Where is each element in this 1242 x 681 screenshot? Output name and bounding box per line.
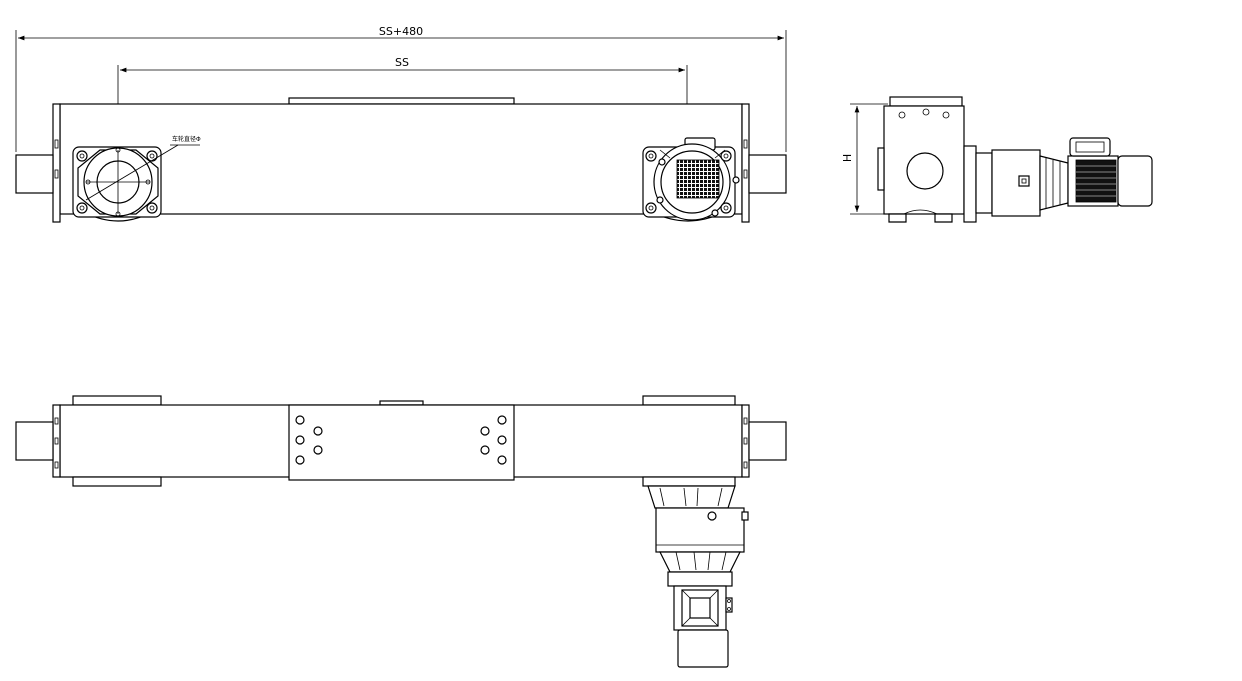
plan-terminal-box — [725, 597, 733, 613]
main-beam — [59, 103, 743, 215]
plan-drive-unit — [647, 485, 749, 668]
right-end-rail — [741, 103, 750, 223]
right-buffer — [748, 154, 787, 194]
top-plate — [288, 97, 515, 105]
plan-right-buffer — [748, 421, 787, 461]
dimension-label-overall: SS+480 — [379, 25, 423, 38]
plan-view — [15, 395, 787, 668]
side-terminal-box — [1069, 137, 1111, 157]
left-buffer — [15, 154, 54, 194]
dimension-label-height: H — [841, 154, 854, 162]
dimension-label-span: SS — [395, 56, 409, 69]
side-gearbox-flange — [963, 145, 977, 223]
left-wheel-assembly: 车轮直径Φ — [72, 135, 201, 222]
plan-left-buffer — [15, 421, 54, 461]
side-gearbox — [991, 149, 1041, 217]
plan-right-wheel-top — [642, 395, 736, 406]
plan-bolt-holes — [295, 415, 507, 465]
plan-connection-plate — [288, 404, 515, 481]
motor-fan-grill — [676, 159, 720, 199]
dimension-overall-length: SS+480 — [15, 25, 787, 152]
right-drive-wheel-assembly — [642, 137, 740, 222]
side-view: H — [841, 96, 1153, 223]
plan-motor-fan-cover — [677, 629, 729, 668]
side-motor-fan-cover — [1117, 155, 1153, 207]
plan-gearbox — [655, 507, 745, 553]
side-wheel-bore — [906, 152, 944, 190]
plan-left-wheel-top — [72, 395, 162, 406]
plan-right-wheel-bottom — [642, 476, 736, 487]
front-view: 车轮直径Φ — [15, 97, 787, 223]
wheel-diameter-note: 车轮直径Φ — [172, 135, 201, 143]
plan-left-wheel-bottom — [72, 476, 162, 487]
left-end-rail — [52, 103, 61, 223]
side-top-bracket — [889, 96, 963, 107]
